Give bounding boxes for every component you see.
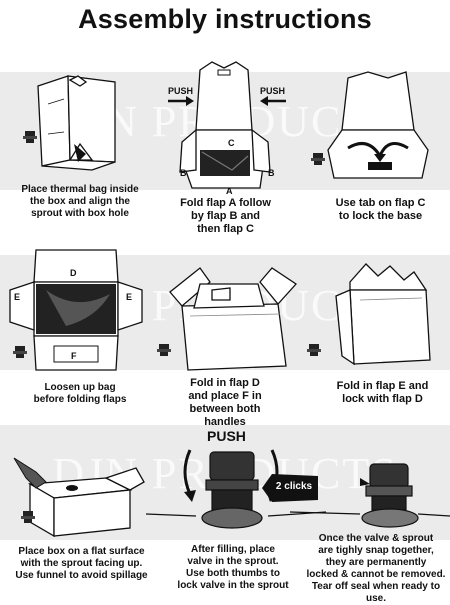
flap-d-label: D [70, 268, 77, 278]
step6-illustration [335, 263, 431, 366]
step3-illustration [327, 71, 429, 179]
push-arrow-icon [260, 96, 286, 106]
spout-valve-icon [311, 153, 325, 165]
step5-illustration [169, 267, 297, 371]
push-label-left: PUSH [168, 86, 194, 96]
spout-valve-icon [13, 346, 27, 358]
spout-valve-icon [157, 344, 171, 356]
step9-caption: Once the valve & sprout are tighly snap … [306, 533, 446, 604]
step5-caption: Fold in flap D and place F in between bo… [188, 377, 262, 428]
flap-f-label: F [71, 351, 77, 361]
step1-caption: Place thermal bag inside the box and ali… [21, 184, 139, 219]
flap-e-label-left: E [14, 292, 21, 302]
step3-caption: Use tab on flap C to lock the base [335, 197, 426, 222]
flap-a-label: A [226, 186, 233, 196]
flap-b-label-left: B [180, 168, 187, 178]
step6-caption: Fold in flap E and lock with flap D [336, 380, 429, 405]
spout-valve-icon [21, 511, 35, 523]
step4-caption: Loosen up bag before folding flaps [33, 382, 127, 405]
step9-illustration [289, 463, 450, 528]
flap-c-label: C [228, 138, 235, 148]
page-title: Assembly instructions [78, 4, 372, 34]
step2-caption: Fold flap A follow by flap B and then fl… [180, 197, 271, 235]
step7-illustration [13, 457, 145, 538]
step2-illustration [179, 61, 271, 189]
click-arrow-icon [262, 474, 318, 502]
push-label-right: PUSH [260, 86, 286, 96]
two-clicks-label: 2 clicks [275, 481, 313, 492]
step8-caption: After filling, place valve in the sprout… [177, 544, 289, 591]
spout-valve-icon [307, 344, 321, 356]
push-arrow-icon [168, 96, 194, 106]
step1-illustration [37, 75, 116, 171]
step4-illustration [9, 249, 143, 371]
spout-valve-icon [23, 131, 37, 143]
step7-caption: Place box on a flat surface with the spr… [15, 546, 148, 581]
push-label-big: PUSH [207, 428, 246, 444]
flap-b-label-right: B [268, 168, 275, 178]
flap-e-label-right: E [126, 292, 133, 302]
